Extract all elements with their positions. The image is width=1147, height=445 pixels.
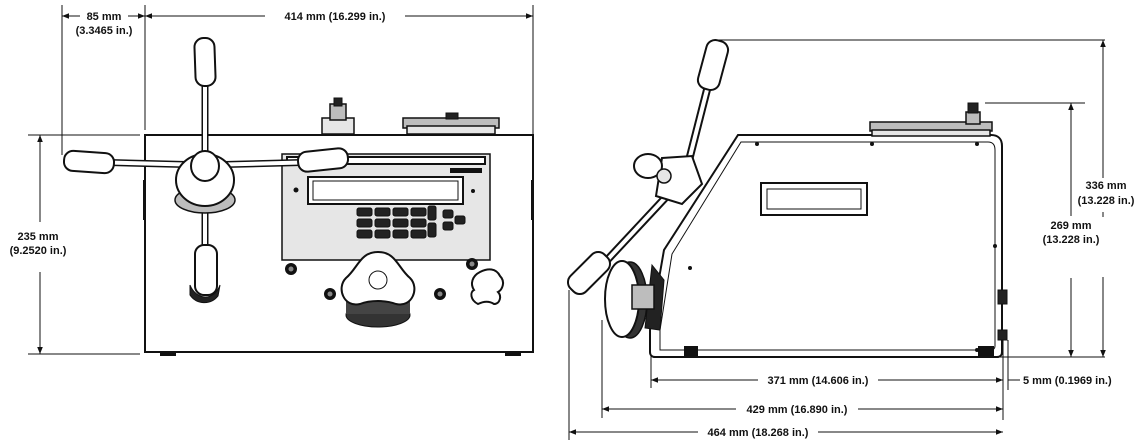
- side-overall-length-dim: 464 mm (18.268 in.): [708, 427, 809, 439]
- front-height-dim-inches: (9.2520 in.): [10, 245, 67, 257]
- front-offset-dim: 85 mm: [87, 11, 122, 23]
- side-wheel-length-dim: 429 mm (16.890 in.): [747, 404, 848, 416]
- side-body-length-dim: 371 mm (14.606 in.): [768, 375, 869, 387]
- side-wheel: [566, 39, 730, 339]
- handwheel-knob: [340, 250, 416, 328]
- keypad: [356, 205, 466, 239]
- side-foot-offset-dim: 5 mm (0.1969 in.): [1023, 375, 1112, 387]
- side-view: 336 mm (13.228 in.) 269 mm (13.228 in.) …: [566, 39, 1140, 440]
- front-height-dim: 235 mm: [18, 231, 59, 243]
- side-body-height-dim-inches: (13.228 in.): [1043, 234, 1100, 246]
- side-overall-height-dim-inches: (13.228 in.): [1078, 195, 1135, 207]
- capstan-handle: [62, 36, 350, 304]
- front-offset-dim-inches: (3.3465 in.): [76, 25, 133, 37]
- side-overall-height-dim: 336 mm: [1086, 180, 1127, 192]
- front-view: 85 mm (3.3465 in.) 414 mm (16.299 in.) 2…: [2, 5, 534, 356]
- front-width-dim: 414 mm (16.299 in.): [285, 11, 386, 23]
- small-knob: [470, 268, 505, 306]
- side-body-height-dim: 269 mm: [1051, 220, 1092, 232]
